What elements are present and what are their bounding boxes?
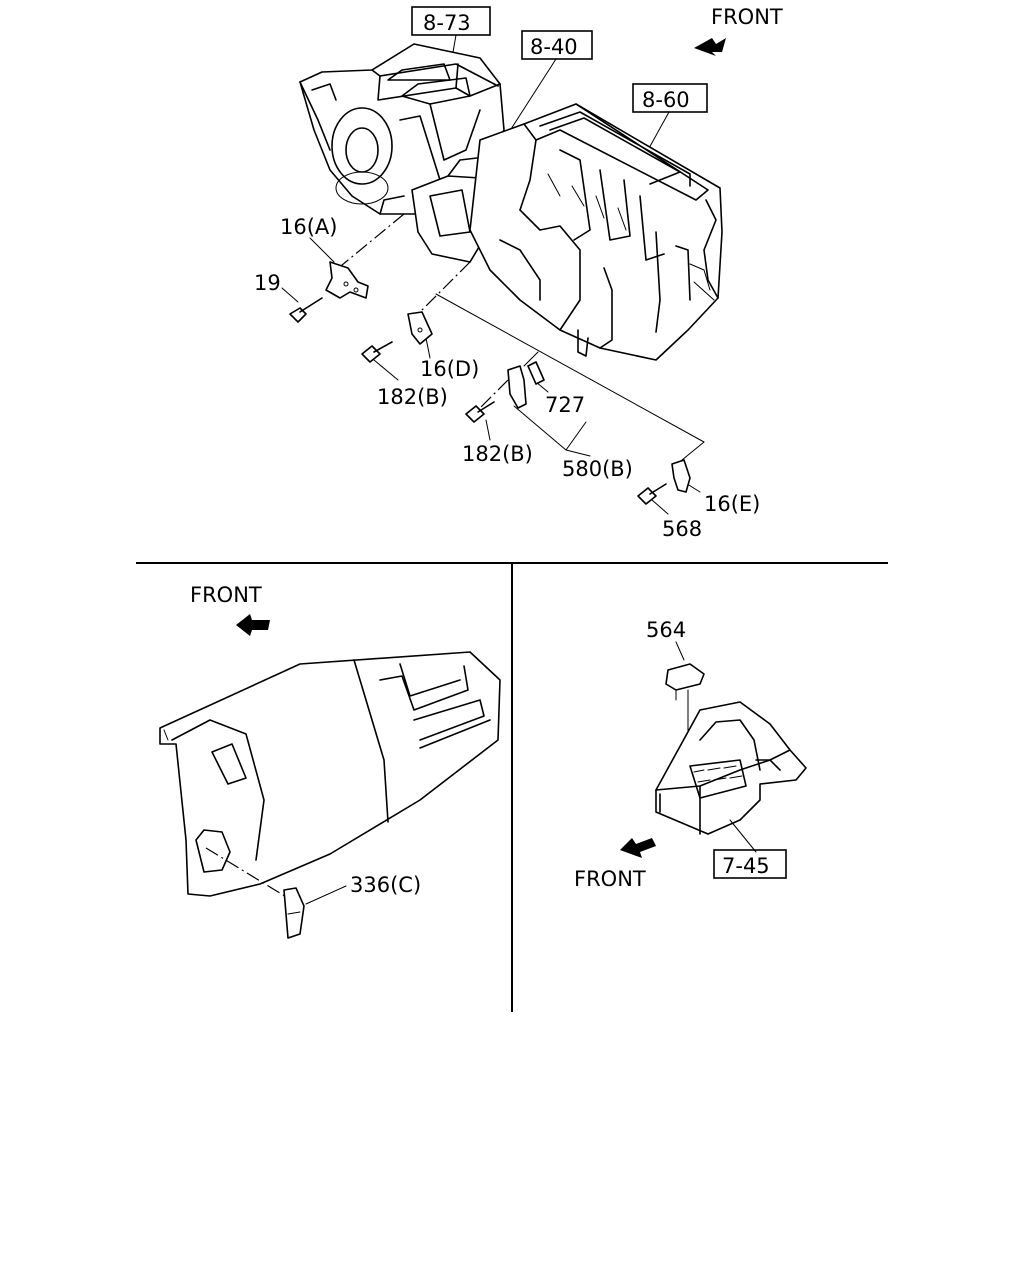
bracket-580b [507, 365, 527, 409]
bottom-left-diagram: FRONT 336(C) [159, 583, 501, 939]
svg-text:8-73: 8-73 [423, 11, 471, 35]
label-564[interactable]: 564 [646, 618, 686, 642]
label-182b-2[interactable]: 182(B) [462, 442, 533, 466]
bolt-182b-2-icon [465, 401, 495, 423]
bracket-336c [283, 887, 305, 939]
label-727[interactable]: 727 [545, 393, 585, 417]
bolt-182b-1-icon [361, 341, 393, 363]
ref-7-45[interactable]: 7-45 [713, 849, 787, 879]
front-label-bottom-left: FRONT [190, 583, 262, 607]
front-label-bottom-right: FRONT [574, 867, 646, 891]
front-arrow-icon [620, 838, 656, 858]
label-336c[interactable]: 336(C) [350, 873, 421, 897]
console-box [655, 701, 807, 835]
bolt-19-icon [289, 297, 323, 323]
ref-8-73[interactable]: 8-73 [411, 6, 491, 36]
bolt-568-icon [637, 483, 667, 505]
ref-8-60[interactable]: 8-60 [632, 83, 708, 113]
front-label-top: FRONT [711, 5, 783, 29]
label-16e[interactable]: 16(E) [704, 492, 760, 516]
label-580b[interactable]: 580(B) [562, 457, 633, 481]
bracket-16a [325, 261, 369, 299]
front-arrow-icon [236, 614, 270, 636]
heater-unit [469, 103, 723, 361]
svg-text:8-60: 8-60 [642, 88, 690, 112]
instrument-panel [159, 651, 501, 897]
front-arrow-icon [694, 38, 726, 56]
bottom-right-diagram: 564 7-45 FRONT [574, 618, 807, 891]
clip-564 [665, 663, 705, 701]
label-182b-1[interactable]: 182(B) [377, 385, 448, 409]
label-568[interactable]: 568 [662, 517, 702, 541]
top-diagram: FRONT 8-73 8-40 8-60 [254, 5, 783, 541]
label-16a[interactable]: 16(A) [280, 215, 337, 239]
svg-text:8-40: 8-40 [530, 35, 578, 59]
clip-727 [527, 361, 545, 385]
label-19[interactable]: 19 [254, 271, 281, 295]
label-16d[interactable]: 16(D) [420, 357, 479, 381]
ref-8-40[interactable]: 8-40 [521, 30, 593, 60]
bracket-16d [407, 311, 433, 345]
blower-unit [299, 43, 505, 215]
bracket-16e [671, 459, 691, 493]
svg-text:7-45: 7-45 [722, 854, 770, 878]
